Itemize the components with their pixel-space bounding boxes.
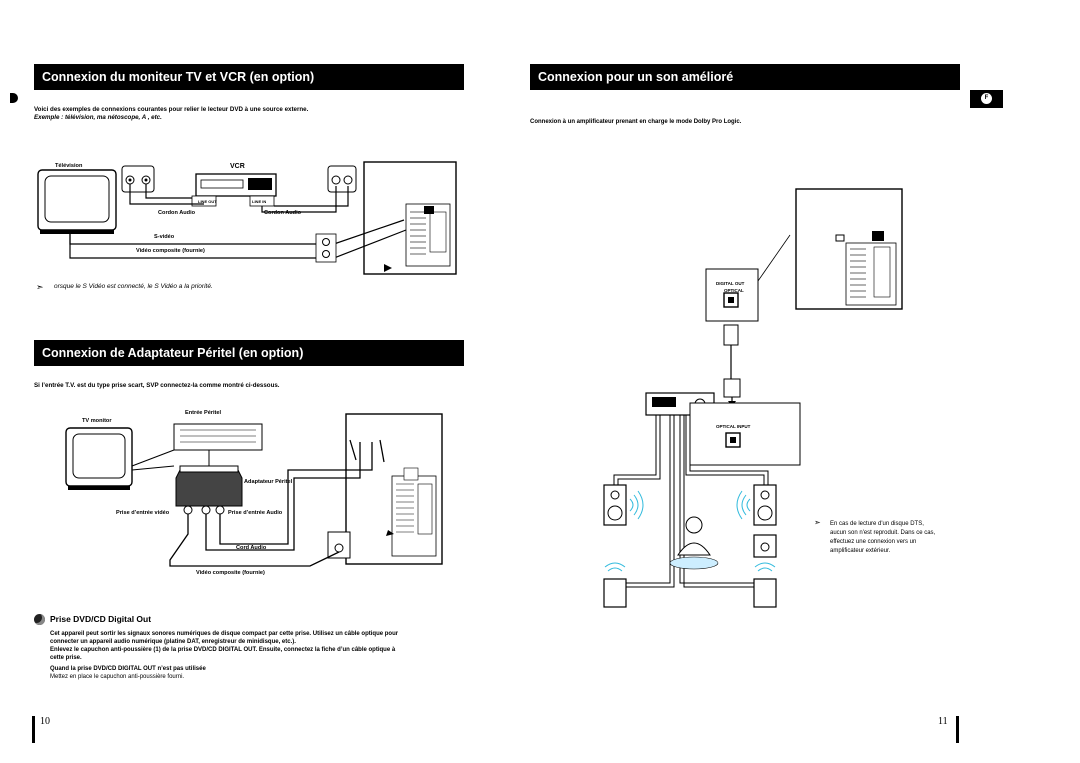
section-title-peritel: Connexion de Adaptateur Péritel (en opti… [34,340,464,366]
label-cordon-audio-2: Cordon Audio [264,210,302,216]
peritel-intro: Si l’entrée T.V. est du type prise scart… [34,382,280,389]
digital-out-p2-line1: Enlevez le capuchon anti-poussière (1) d… [50,647,396,653]
label-adaptateur-peritel: Adaptateur Péritel [244,479,293,485]
label-optical: OPTICAL [724,288,744,293]
language-badge-circle: F [981,93,992,104]
label-prise-entree-video: Prise d’entrée vidéo [116,510,170,516]
digital-out-p2-line2: cette prise. [50,655,82,661]
dts-note-line1: En cas de lecture d'un disque DTS, [830,521,924,527]
note-arrow-icon: ➣ [36,282,44,292]
right-page-margin-bar [956,716,959,743]
improved-sound-intro: Connexion à un amplificateur prenant en … [530,119,742,125]
svideo-priority-note: orsque le S Vidéo est connecté, le S Vid… [54,283,213,290]
label-line-in: LINE IN [252,199,267,204]
label-digital-out: DIGITAL OUT [716,281,745,286]
dts-note-arrow-icon: ➣ [814,518,821,527]
section-title-tv-vcr: Connexion du moniteur TV et VCR (en opti… [34,64,464,90]
label-entree-peritel: Entrée Péritel [185,410,222,416]
label-video-composite-1: Vidéo composite (fournie) [136,248,205,254]
digital-out-p3: Quand la prise DVD/CD DIGITAL OUT n’est … [50,666,206,672]
label-video-composite-2: Vidéo composite (fournie) [196,570,265,576]
label-prise-entree-audio: Prise d’entrée Audio [228,510,283,516]
label-television: Télévision [55,163,83,169]
section-title-digital-out: Prise DVD/CD Digital Out [50,614,152,624]
dts-note-line3: effectuez une connexion vers un [830,539,917,545]
intro-line-1: Voici des exemples de connexions courant… [34,106,309,113]
tv-vcr-connection-diagram [37,161,457,275]
left-tab-marker [10,93,18,103]
left-page-margin-bar [32,716,35,743]
peritel-connection-diagram [65,413,443,567]
digital-out-p1-line1: Cet appareil peut sortir les signaux son… [50,631,399,637]
page-number-right: 11 [938,716,948,727]
label-tv-monitor: TV monitor [82,418,112,424]
amplifier-connection-diagram [603,188,903,608]
page-number-left: 10 [40,716,50,727]
label-s-video: S-vidéo [154,234,175,240]
label-line-out: LINE OUT [198,199,217,204]
dts-note-line4: amplificateur extérieur. [830,548,891,554]
label-optical-input: OPTICAL INPUT [716,424,751,429]
label-cord-audio: Cord Audio [236,545,267,551]
disc-icon [34,614,45,625]
label-cordon-audio-1: Cordon Audio [158,210,196,216]
digital-out-p1-line2: connecter un appareil audio numérique (p… [50,639,296,645]
label-vcr: VCR [230,163,245,170]
section-title-improved-sound: Connexion pour un son amélioré [530,64,960,90]
language-badge: F [970,90,1003,108]
dts-note-line2: aucun son n'est reproduit. Dans ce cas, [830,530,936,536]
intro-line-2: Exemple : télévision, ma nétoscope, A , … [34,114,162,121]
digital-out-p4: Mettez en place le capuchon anti-poussiè… [50,674,185,680]
